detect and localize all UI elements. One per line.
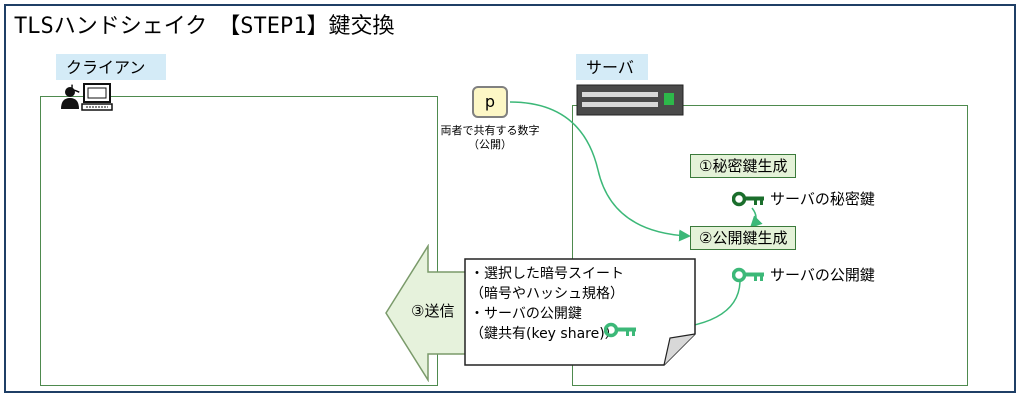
shared-number-caption-line1: 両者で共有する数字 <box>440 124 540 137</box>
p-to-step2-arrow <box>509 101 691 242</box>
step2-box: ②公開鍵生成 <box>690 226 797 250</box>
server-label: サーバ <box>576 54 648 80</box>
message-line4: （鍵共有(key share)） <box>470 326 619 342</box>
message-line3: ・サーバの公開鍵 <box>470 306 582 322</box>
private-to-step2-arrow <box>749 207 763 229</box>
message-line2: （暗号やハッシュ規格） <box>470 286 624 302</box>
public-key-text: サーバの公開鍵 <box>770 266 875 284</box>
server-icon <box>576 84 684 116</box>
diagram-frame <box>4 4 1016 393</box>
diagram-title: TLSハンドシェイク 【STEP1】鍵交換 <box>14 14 395 39</box>
step3-label: ③送信 <box>411 302 455 320</box>
shared-number-caption: 両者で共有する数字 （公開） <box>430 124 550 152</box>
message-public-key-icon <box>604 322 636 338</box>
message-text: ・選択した暗号スイート （暗号やハッシュ規格） ・サーバの公開鍵 （鍵共有(ke… <box>470 264 624 344</box>
private-key-icon <box>732 191 764 206</box>
private-key-text: サーバの秘密鍵 <box>770 190 875 208</box>
message-line1: ・選択した暗号スイート <box>470 266 624 282</box>
client-panel <box>40 96 438 386</box>
private-key-label: サーバの秘密鍵 <box>732 188 875 209</box>
public-key-label: サーバの公開鍵 <box>732 264 875 285</box>
person-computer-icon <box>61 83 113 111</box>
shared-number-p: p <box>472 86 508 118</box>
step1-box: ①秘密鍵生成 <box>690 154 797 178</box>
shared-number-caption-line2: （公開） <box>468 138 512 151</box>
message-note <box>464 258 696 366</box>
public-key-icon <box>732 267 764 282</box>
